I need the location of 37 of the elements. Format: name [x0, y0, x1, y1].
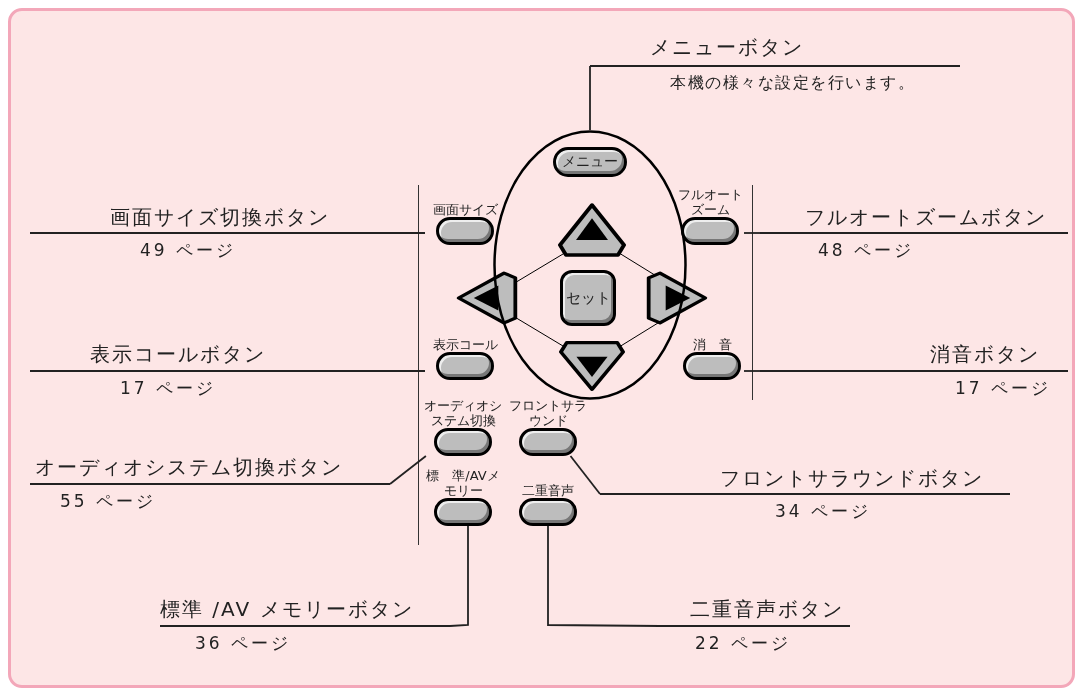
callout-title: 表示コールボタン	[90, 342, 266, 366]
page-reference: 34 ページ	[775, 501, 872, 521]
leader-line	[589, 65, 591, 131]
button-label: オーディオシステム切換	[423, 398, 503, 428]
page-reference: 36 ページ	[195, 633, 292, 653]
set-button: セット	[560, 270, 616, 326]
leader-line	[743, 370, 761, 372]
callout-title: メニューボタン	[650, 35, 804, 59]
leader-line	[569, 455, 601, 495]
button-label: 消 音	[691, 336, 733, 352]
callout-title: フルオートズームボタン	[805, 205, 1047, 229]
leader-line	[743, 232, 761, 234]
page-reference: 49 ページ	[140, 240, 237, 260]
leader-line	[344, 232, 426, 234]
callout-title: オーディオシステム切換ボタン	[35, 455, 343, 479]
button-label: 二重音声	[521, 482, 575, 498]
leader-line	[347, 370, 426, 372]
button-label: 標 準/AVメモリー	[425, 468, 501, 498]
button-label: フルオートズーム	[676, 186, 744, 217]
page-reference: 17 ページ	[120, 378, 217, 398]
callout-title: 画面サイズ切換ボタン	[110, 205, 330, 229]
page-reference: 48 ページ	[818, 240, 915, 260]
callout-title: 標準 /AV メモリーボタン	[160, 597, 414, 621]
callout-title: フロントサラウンドボタン	[720, 466, 984, 490]
page-reference: 22 ページ	[695, 633, 792, 653]
callout-title: 消音ボタン	[930, 342, 1040, 366]
button-label: 表示コール	[431, 336, 499, 352]
leader-line	[449, 525, 469, 627]
page-reference: 55 ページ	[60, 491, 157, 511]
page-reference: 17 ページ	[955, 378, 1052, 398]
callout-title: 二重音声ボタン	[690, 597, 844, 621]
leader-line	[547, 525, 661, 627]
menu-button: メニュー	[553, 147, 627, 177]
leader-line	[389, 455, 427, 485]
callout-description: 本機の様々な設定を行います。	[670, 73, 915, 93]
button-label: フロントサラウンド	[508, 398, 588, 428]
button-label: 画面サイズ	[431, 201, 499, 217]
